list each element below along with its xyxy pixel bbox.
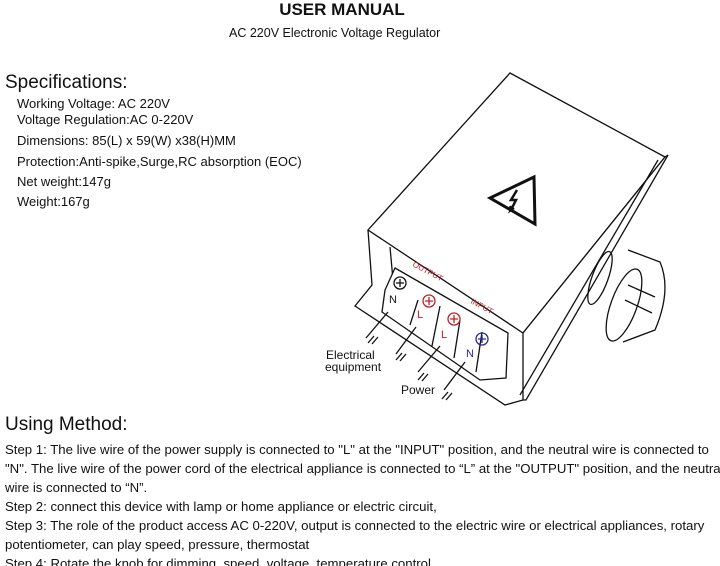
step-line: Step 4: Rotate the knob for dimming, spe…	[5, 556, 435, 566]
electrical-equipment-label: equipment	[325, 360, 382, 374]
high-voltage-warning-icon	[486, 174, 537, 227]
spec-item: Working Voltage: AC 220V	[17, 96, 170, 111]
spec-item: Net weight:147g	[17, 174, 111, 189]
power-label: Power	[401, 383, 435, 397]
specifications-heading: Specifications:	[5, 72, 128, 93]
terminal-screw	[393, 276, 489, 346]
step-line: Step 3: The role of the product access A…	[5, 518, 705, 533]
using-method-heading: Using Method:	[5, 414, 128, 435]
terminal-label: L	[441, 329, 447, 341]
spec-item: Protection:Anti-spike,Surge,RC absorptio…	[17, 154, 302, 169]
step-line: Step 1: The live wire of the power suppl…	[5, 442, 709, 457]
page-subtitle: AC 220V Electronic Voltage Regulator	[229, 26, 441, 40]
electrical-equipment-label: Electrical	[326, 348, 375, 362]
spec-item: Voltage Regulation:AC 0-220V	[17, 112, 194, 127]
spec-item: Weight:167g	[17, 194, 90, 209]
page-title: USER MANUAL	[279, 0, 405, 19]
step-line: potentiometer, can play speed, pressure,…	[5, 537, 310, 552]
wire-arrows	[365, 311, 466, 401]
terminal-label: L	[417, 309, 423, 321]
terminal-block	[381, 267, 509, 381]
knob	[587, 249, 666, 343]
spec-item: Dimensions: 85(L) x 59(W) x38(H)MM	[17, 133, 236, 148]
step-line: "N". The live wire of the power cord of …	[5, 461, 720, 476]
terminal-label: N	[389, 294, 397, 306]
step-line: wire is connected to “N”.	[5, 480, 148, 495]
terminal-label: N	[466, 348, 474, 360]
step-line: Step 2: connect this device with lamp or…	[5, 499, 437, 514]
